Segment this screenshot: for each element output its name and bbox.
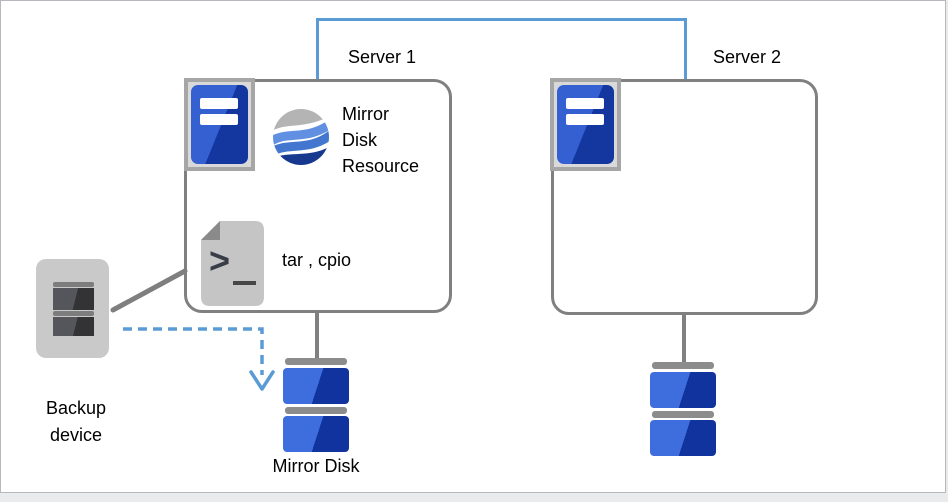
backup-restore-dashed-line <box>123 327 264 375</box>
resource-label-line: Mirror <box>342 104 389 124</box>
server2-label: Server 2 <box>712 47 782 67</box>
backup-label-line: Backup <box>45 398 107 418</box>
disk-platter <box>283 368 349 404</box>
disk-cap <box>652 362 714 369</box>
svg-text:>: > <box>209 240 230 281</box>
tape-slot <box>53 317 94 336</box>
mirror-disk-resource-label: Mirror Disk Resource <box>342 101 419 179</box>
backup-to-server-line <box>110 268 188 313</box>
disk-platter <box>283 416 349 452</box>
server1-disk-connector <box>315 311 319 361</box>
server-tower-body <box>191 85 248 164</box>
backup-device-label: Backup device <box>15 395 137 449</box>
disk-cap <box>652 411 714 418</box>
backup-label-line: device <box>49 425 103 445</box>
tape-slot-bar <box>53 282 94 287</box>
server-tower-slot <box>566 98 604 109</box>
mirror-disk-label: Mirror Disk <box>272 456 360 476</box>
resource-label-line: Resource <box>342 156 420 176</box>
server2-server-tower-icon <box>550 78 621 171</box>
disk-platter <box>650 372 716 408</box>
server-tower-slot <box>200 114 238 125</box>
disk-cap <box>285 407 347 414</box>
server2-disk-connector <box>682 313 686 365</box>
disk-platter <box>650 420 716 456</box>
server-tower-body <box>557 85 614 164</box>
server1-server-tower-icon <box>184 78 255 171</box>
tape-slot-bar <box>53 311 94 316</box>
server1-label: Server 1 <box>347 47 417 67</box>
terminal-document-icon: > <box>201 221 264 306</box>
server2-disk-stack-icon <box>650 362 716 456</box>
server-tower-slot <box>566 114 604 125</box>
tape-slot <box>53 288 94 310</box>
server1-disk-stack-icon <box>283 358 349 452</box>
disk-cap <box>285 358 347 365</box>
wave-sphere-icon <box>273 109 329 165</box>
diagram-frame: Server 1 Server 2 <box>0 0 946 493</box>
resource-label-line: Disk <box>342 130 377 150</box>
tape-drive-icon <box>36 259 109 358</box>
tar-cpio-label: tar , cpio <box>282 250 352 270</box>
server-tower-slot <box>200 98 238 109</box>
server-interconnect-line <box>316 18 687 79</box>
backup-restore-arrowhead-icon <box>249 370 275 391</box>
